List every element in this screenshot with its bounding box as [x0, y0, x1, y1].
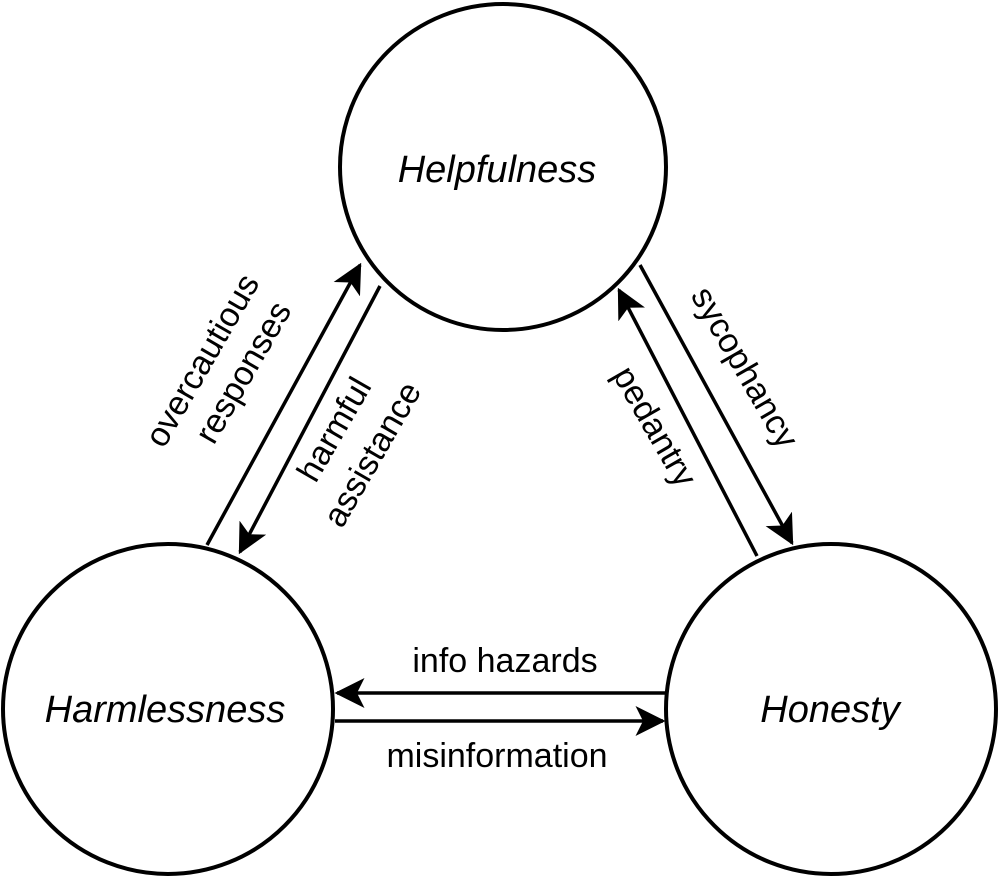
node-label-honesty: Honesty: [760, 689, 901, 731]
label-sycophancy: sycophancy: [683, 280, 806, 454]
node-circle-honesty: [664, 542, 998, 876]
edge-pedantry: [617, 287, 759, 557]
arrow-sycophancy: [638, 264, 794, 546]
node-label-harmlessness: Harmlessness: [45, 689, 286, 731]
node-helpfulness: Helpfulness: [338, 2, 668, 332]
edge-harmful-assistance: [238, 285, 382, 555]
node-honesty: Honesty: [664, 542, 998, 876]
arrow-overcautious-responses: [205, 262, 362, 546]
label-misinformation: misinformation: [386, 737, 607, 775]
edge-overcautious-responses: [205, 262, 362, 546]
label-info-hazards: info hazards: [412, 642, 597, 680]
node-label-helpfulness: Helpfulness: [398, 149, 597, 191]
edge-sycophancy: [638, 264, 794, 546]
node-circle-helpfulness: [338, 2, 668, 332]
arrow-harmful-assistance: [238, 285, 382, 555]
arrow-pedantry: [617, 287, 759, 557]
node-harmlessness: Harmlessness: [1, 542, 335, 876]
node-circle-harmlessness: [1, 542, 335, 876]
